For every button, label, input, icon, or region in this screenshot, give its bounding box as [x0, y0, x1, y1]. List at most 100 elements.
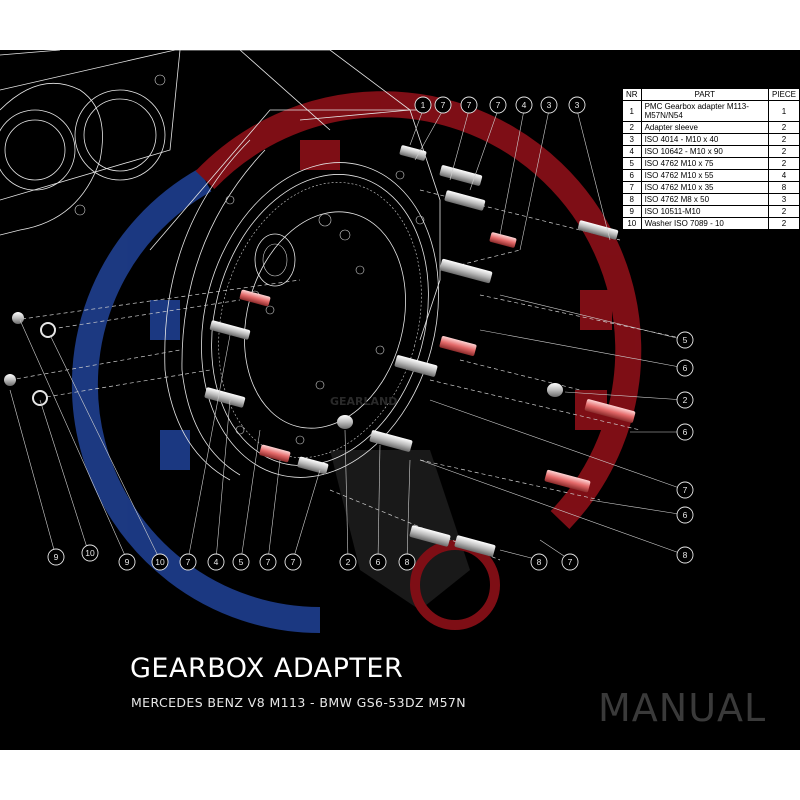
cell-nr: 2 — [622, 121, 642, 134]
callout-label: 7 — [568, 557, 573, 567]
callout-label: 6 — [683, 510, 688, 520]
callout-label: 6 — [683, 427, 688, 437]
cell-part: Washer ISO 7089 - 10 — [640, 217, 769, 230]
callout-label: 5 — [239, 557, 244, 567]
bolt-far-right — [577, 220, 619, 240]
cell-nr: 9 — [622, 205, 642, 218]
cell-part: Adapter sleeve — [640, 121, 769, 134]
bolt-bottom-1 — [297, 456, 329, 475]
cell-part: ISO 4762 M8 x 50 — [640, 193, 769, 206]
cell-part: ISO 4762 M10 x 35 — [640, 181, 769, 194]
column-header-part: PART — [640, 88, 769, 101]
cell-piece: 2 — [767, 145, 800, 158]
callout-label: 4 — [214, 557, 219, 567]
column-header-nr: NR — [622, 88, 642, 101]
callout-label: 2 — [683, 395, 688, 405]
callout-label: 7 — [683, 485, 688, 495]
adapter-sleeve-1 — [547, 383, 563, 397]
bolt-bottom-red — [259, 444, 291, 463]
callout-label: 2 — [346, 557, 351, 567]
callout-label: 6 — [683, 363, 688, 373]
diagram-canvas: GEARLAND 1 7 7 7 4 3 3 5 6 2 6 7 6 8 9 1… — [0, 50, 800, 750]
callout-label: 8 — [683, 550, 688, 560]
callout-label: 3 — [547, 100, 552, 110]
cell-nr: 7 — [622, 181, 642, 194]
cell-part: ISO 4014 - M10 x 40 — [640, 133, 769, 146]
cell-part: ISO 4762 M10 x 75 — [640, 157, 769, 170]
leader-lines — [9, 109, 686, 561]
bolt-bottom-3 — [454, 535, 496, 557]
column-header-piece: PIECE — [767, 88, 800, 101]
watermark-text: GEARLAND — [330, 395, 397, 408]
bolt-left-red — [239, 289, 271, 307]
washer-2 — [32, 390, 48, 406]
cell-part: ISO 4762 M10 x 55 — [640, 169, 769, 182]
cell-piece: 3 — [767, 193, 800, 206]
cell-piece: 2 — [767, 121, 800, 134]
callout-label: 6 — [376, 557, 381, 567]
bolt-red-1 — [489, 232, 517, 248]
cell-part: ISO 10511-M10 — [640, 205, 769, 218]
cell-piece: 4 — [767, 169, 800, 182]
cell-piece: 1 — [767, 100, 800, 122]
callout-label: 8 — [537, 557, 542, 567]
callout-label: 7 — [291, 557, 296, 567]
bolt-right-red — [584, 399, 636, 423]
callout-label: 7 — [186, 557, 191, 567]
cell-piece: 2 — [767, 217, 800, 230]
callout-label: 9 — [54, 552, 59, 562]
table-header-row: NR PART PIECE — [622, 88, 800, 101]
callout-label: 1 — [421, 100, 426, 110]
page-subtitle: MERCEDES BENZ V8 M113 - BMW GS6-53DZ M57… — [131, 695, 467, 710]
cell-piece: 2 — [767, 205, 800, 218]
brand-logo-gear — [71, 91, 642, 633]
manual-badge: MANUAL — [598, 686, 767, 730]
callout-label: 10 — [85, 548, 95, 558]
bolt-mid-1 — [439, 258, 493, 284]
callout-label: 7 — [266, 557, 271, 567]
cell-part: PMC Gearbox adapter M113-M57N/N54 — [640, 100, 769, 122]
callout-label: 5 — [683, 335, 688, 345]
bolt-top-1 — [399, 145, 427, 161]
cell-part: ISO 10642 - M10 x 90 — [640, 145, 769, 158]
callout-label: 4 — [522, 100, 527, 110]
bolt-mid-2 — [394, 355, 438, 377]
callout-label: 7 — [496, 100, 501, 110]
cell-piece: 8 — [767, 181, 800, 194]
callout-label: 9 — [125, 557, 130, 567]
cell-nr: 4 — [622, 145, 642, 158]
cell-nr: 5 — [622, 157, 642, 170]
engine-block-outline — [0, 50, 420, 251]
bolt-bottom-2 — [409, 525, 451, 547]
bolt-mid-red — [439, 335, 477, 357]
callout-label: 7 — [441, 100, 446, 110]
callouts-top: 1 7 7 7 4 3 3 — [414, 96, 586, 114]
cell-piece: 2 — [767, 133, 800, 146]
page-title: GEARBOX ADAPTER — [130, 653, 404, 684]
bolt-top-3 — [444, 190, 486, 211]
callouts-bottom: 9 10 9 10 7 4 5 7 7 2 6 8 8 7 — [47, 544, 579, 571]
callout-label: 10 — [155, 557, 165, 567]
bolt-top-2 — [439, 165, 483, 186]
cell-nr: 10 — [622, 217, 642, 230]
adapter-sleeve-2 — [337, 415, 353, 429]
cell-nr: 8 — [622, 193, 642, 206]
exploded-view-drawing: GEARLAND 1 7 7 7 4 3 3 5 6 2 6 7 6 8 9 1… — [0, 50, 694, 633]
callout-label: 7 — [467, 100, 472, 110]
cell-nr: 1 — [622, 100, 642, 122]
cell-nr: 3 — [622, 133, 642, 146]
bolt-low-red — [544, 469, 591, 493]
nut-1 — [12, 312, 24, 324]
callout-label: 3 — [575, 100, 580, 110]
cell-nr: 6 — [622, 169, 642, 182]
